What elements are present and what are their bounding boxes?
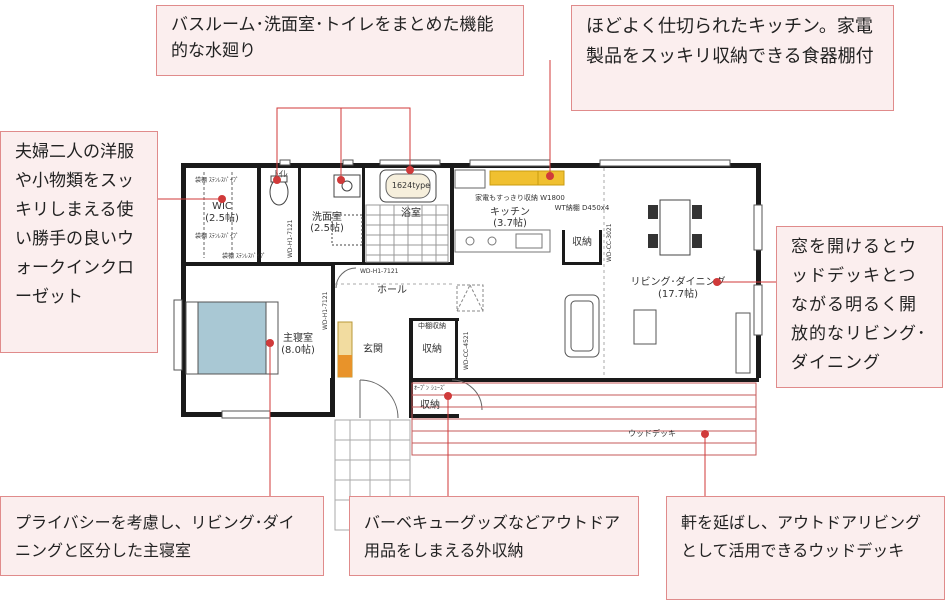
callout-bedroom-text: プライバシーを考慮し、リビング･ダイニングと区分した主寝室 xyxy=(15,513,295,560)
bath-type: 1624type xyxy=(392,181,430,190)
kitchen-storage-label: 収納 xyxy=(572,235,592,248)
door-code-shoe: WD-CC-4521 xyxy=(463,331,470,370)
dashed-partitions xyxy=(335,168,605,378)
bath-label: 浴室 xyxy=(401,206,421,219)
door-code-wash: WD-H1-7121 xyxy=(287,219,294,258)
outside-storage-label: 収納 xyxy=(420,398,440,411)
shoe-storage-label: 収納 xyxy=(422,342,442,355)
callout-bath: バスルーム･洗面室･トイレをまとめた機能的な水廻り xyxy=(156,5,524,76)
wash-basin xyxy=(331,174,363,246)
wash-label: 洗面室 xyxy=(312,210,342,223)
callout-bath-text: バスルーム･洗面室･トイレをまとめた機能的な水廻り xyxy=(171,15,494,61)
callout-storage: バーベキューグッズなどアウトドア用品をしまえる外収納 xyxy=(349,496,639,576)
callout-kitchen-text: ほどよく仕切られたキッチン。家電製品をスッキリ収納できる食器棚付 xyxy=(586,16,874,67)
door-swings xyxy=(335,267,483,419)
callout-storage-text: バーベキューグッズなどアウトドア用品をしまえる外収納 xyxy=(364,513,621,560)
callout-bedroom: プライバシーを考慮し、リビング･ダイニングと区分した主寝室 xyxy=(0,496,324,576)
bed xyxy=(185,301,279,375)
outside-storage-note: ｵｰﾌﾟﾝ ｼｭｰｽﾞ xyxy=(414,385,446,392)
wic-pipe-1: 袋棚 ｽﾃﾝﾚｽﾊﾟｲﾌﾟ xyxy=(195,176,239,184)
dining-table xyxy=(648,199,702,256)
wic-pipe-2: 袋棚 ｽﾃﾝﾚｽﾊﾟｲﾌﾟ xyxy=(195,232,239,240)
leader-lines xyxy=(158,60,778,496)
bedroom-label: 主寝室 xyxy=(283,331,313,344)
ld-size: (17.7帖) xyxy=(658,287,698,300)
bedroom-size: (8.0帖) xyxy=(281,343,315,356)
kitchen-counters xyxy=(454,169,565,253)
wic-shelves xyxy=(203,172,233,258)
hall-void xyxy=(456,284,484,312)
kitchen-label: キッチン xyxy=(490,206,530,218)
tv-stand xyxy=(735,312,751,374)
wash-size: (2.5帖) xyxy=(310,221,344,234)
callout-wic: 夫婦二人の洋服や小物類をスッキリしまえる使い勝手の良いウォークインクローゼット xyxy=(0,131,158,353)
entrance-label: 玄関 xyxy=(363,342,383,355)
fridge-label: WT納棚 D450x4 xyxy=(555,203,610,212)
kitchen-size: (3.7帖) xyxy=(493,216,527,229)
door-code-hall: WD-H1-7121 xyxy=(360,268,399,275)
door-code-bed: WD-H1-7121 xyxy=(322,291,329,330)
callout-living-text: 窓を開けるとウッドデッキとつながる明るく開放的なリビング･ダイニング xyxy=(791,237,927,373)
shoe-storage-note: 中棚収納 xyxy=(418,321,446,330)
wic-pipe-3: 袋棚 ｽﾃﾝﾚｽﾊﾟｲﾌﾟ xyxy=(222,252,266,260)
hall-label: ホール xyxy=(377,284,407,296)
bath-room xyxy=(365,204,449,263)
leader-dots xyxy=(218,166,721,438)
ld-label: リビング･ダイニング xyxy=(631,275,726,288)
sofa xyxy=(564,294,657,358)
callout-living: 窓を開けるとウッドデッキとつながる明るく開放的なリビング･ダイニング xyxy=(776,226,943,388)
wood-deck xyxy=(411,382,757,456)
callout-wic-text: 夫婦二人の洋服や小物類をスッキリしまえる使い勝手の良いウォークインクローゼット xyxy=(15,142,134,307)
deck-label: ウッドデッキ xyxy=(628,428,676,438)
toilet-label: ﾄｲﾚ xyxy=(274,170,288,180)
callout-deck-text: 軒を延ばし、アウトドアリビングとして活用できるウッドデッキ xyxy=(681,513,922,560)
wic-size: (2.5帖) xyxy=(205,211,239,224)
door-code-ld: WD-CC-3021 xyxy=(606,223,613,262)
kitchen-note: 家電もすっきり収納 W1800 xyxy=(475,193,565,202)
entrance-floor xyxy=(337,321,353,378)
callout-deck: 軒を延ばし、アウトドアリビングとして活用できるウッドデッキ xyxy=(666,496,945,600)
bathtub xyxy=(379,169,437,203)
wic-label: WIC xyxy=(212,201,232,212)
callout-kitchen: ほどよく仕切られたキッチン。家電製品をスッキリ収納できる食器棚付 xyxy=(571,5,894,111)
